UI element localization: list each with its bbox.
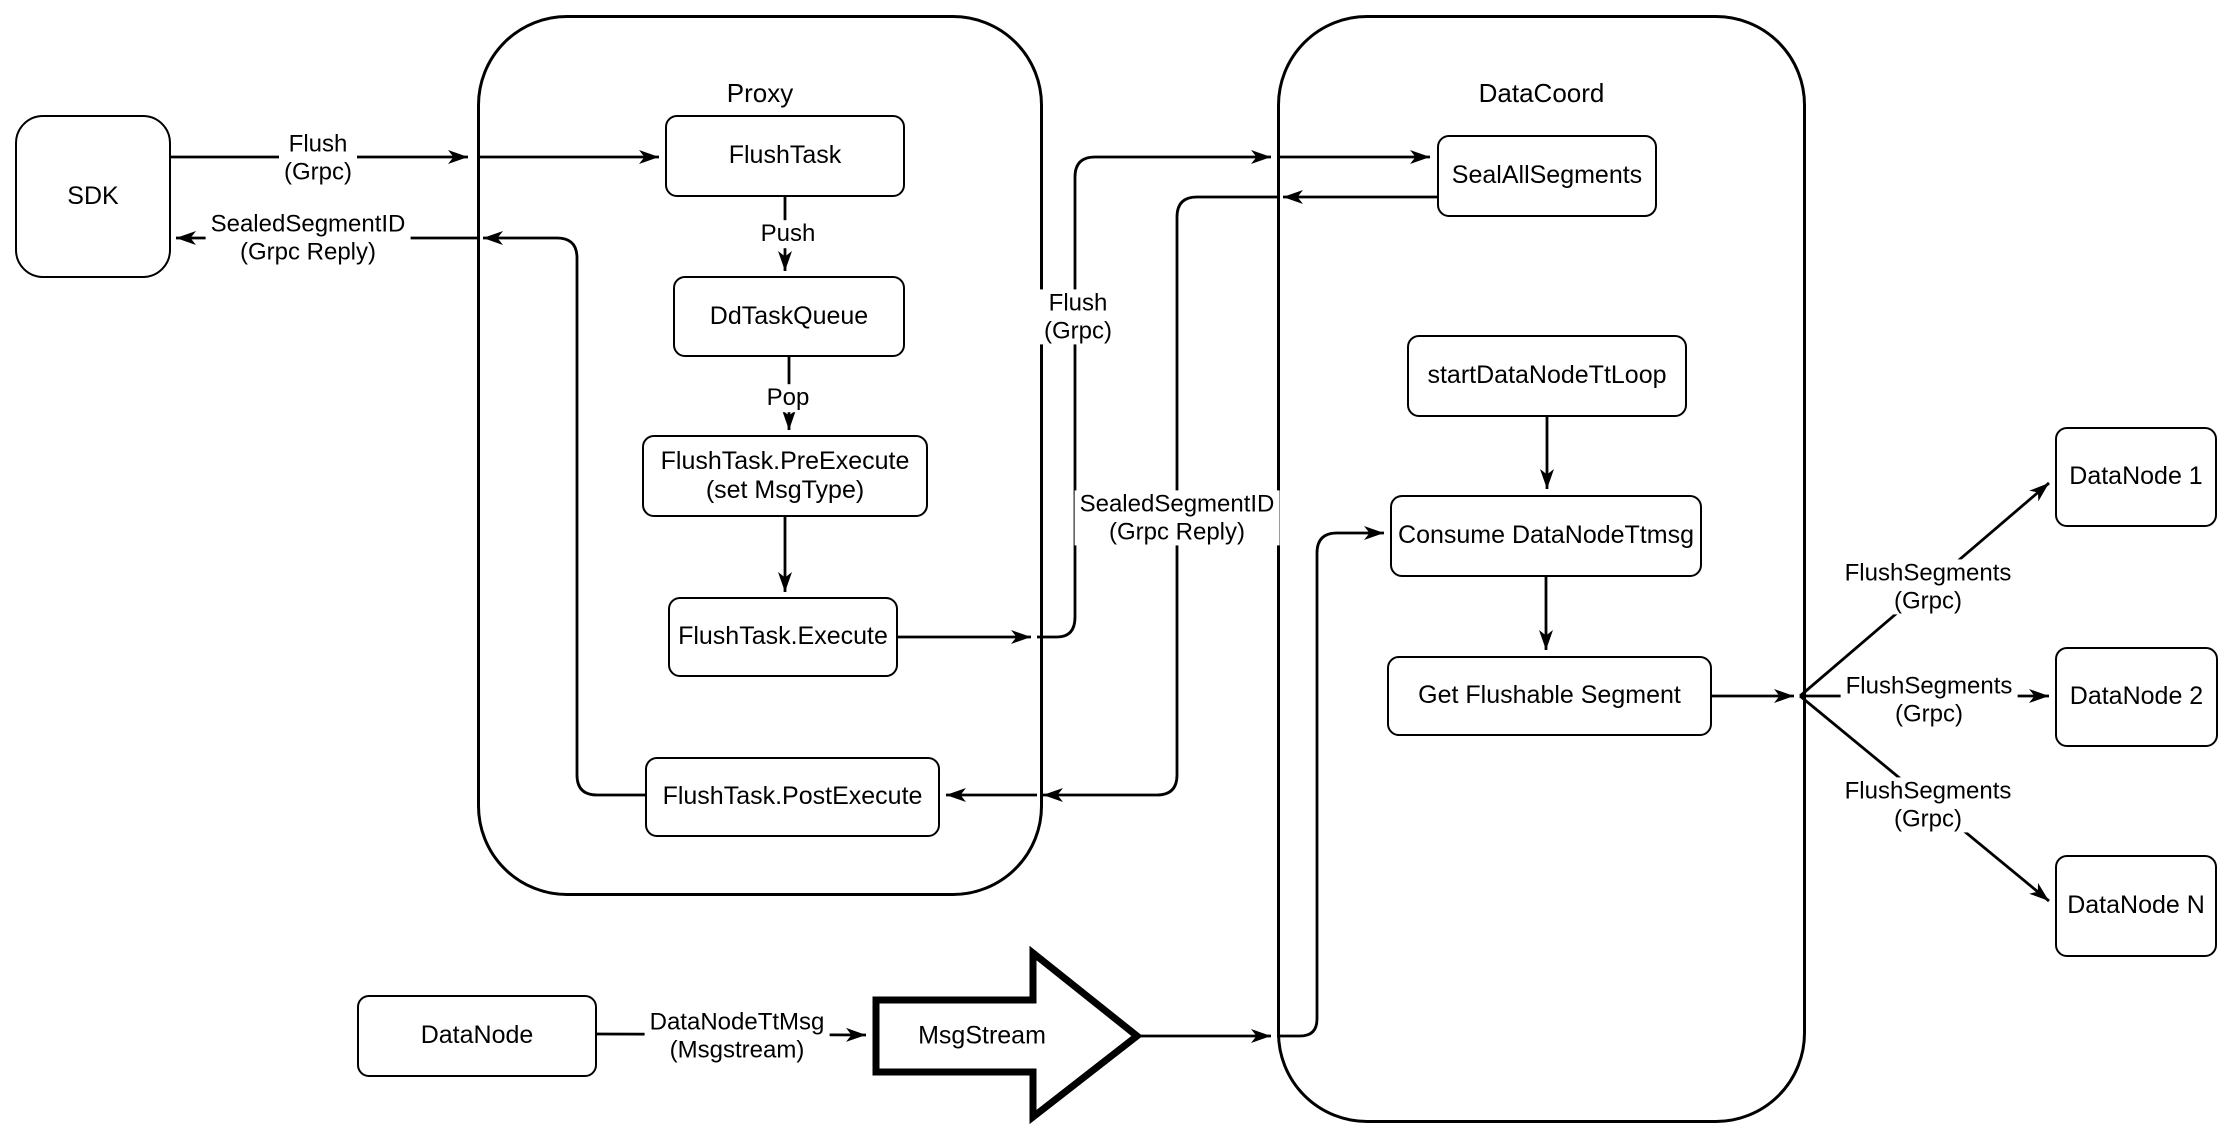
node-preexecute: FlushTask.PreExecute (set MsgType) [642, 435, 928, 517]
msgstream-label: MsgStream [918, 1021, 1046, 1050]
node-consume-datanodettmsg: Consume DataNodeTtmsg [1390, 495, 1702, 577]
node-datanode-label: DataNode [420, 1021, 534, 1050]
node-preexecute-label-line2: (set MsgType) [705, 476, 865, 504]
node-datanode-n-label: DataNode N [2067, 891, 2205, 920]
node-get-flushable-segment: Get Flushable Segment [1387, 656, 1712, 736]
node-datanode-1: DataNode 1 [2055, 427, 2217, 527]
node-datanode-n: DataNode N [2055, 855, 2217, 957]
edge-label-sealedsegmentid-sdk: SealedSegmentID (Grpc Reply) [205, 210, 411, 266]
edge-label-flush-grpc-sdk: Flush (Grpc) [279, 130, 357, 186]
node-flushtask-label: FlushTask [728, 141, 842, 170]
container-datacoord-title: DataCoord [1478, 78, 1605, 108]
node-datanode-2-label: DataNode 2 [2069, 682, 2204, 711]
node-sdk-label: SDK [67, 181, 119, 210]
edge-label-flushsegments-3: FlushSegments (Grpc) [1839, 777, 2017, 833]
node-startdatanodettloop-label: startDataNodeTtLoop [1427, 361, 1667, 390]
edge-label-sealedsegmentid-mid: SealedSegmentID (Grpc Reply) [1074, 490, 1280, 546]
edge-label-flushsegments-2: FlushSegments (Grpc) [1840, 672, 2018, 728]
node-datanode-2: DataNode 2 [2055, 647, 2218, 747]
edge-label-flush-grpc-mid: Flush (Grpc) [1039, 289, 1117, 345]
node-datanode-1-label: DataNode 1 [2069, 462, 2203, 491]
edge-flush-up-to-datacoord [1037, 150, 1271, 639]
edge-label-flushsegments-1: FlushSegments (Grpc) [1839, 559, 2017, 615]
edge-label-pop: Pop [761, 384, 815, 412]
node-ddtaskqueue: DdTaskQueue [673, 276, 905, 357]
node-postexecute-label: FlushTask.PostExecute [662, 782, 923, 811]
node-flushtask: FlushTask [665, 115, 905, 197]
node-sealallsegments-label: SealAllSegments [1451, 161, 1643, 190]
edge-label-push: Push [755, 220, 821, 248]
node-startdatanodettloop: startDataNodeTtLoop [1407, 335, 1687, 417]
node-ddtaskqueue-label: DdTaskQueue [709, 301, 869, 330]
edge-label-datanodettmsg: DataNodeTtMsg (Msgstream) [644, 1008, 830, 1064]
node-get-flushable-segment-label: Get Flushable Segment [1418, 681, 1681, 710]
node-execute-label: FlushTask.Execute [678, 622, 888, 651]
container-proxy-title: Proxy [726, 78, 794, 108]
node-preexecute-label-line1: FlushTask.PreExecute [660, 446, 910, 475]
node-sdk: SDK [15, 115, 171, 278]
node-consume-datanodettmsg-label: Consume DataNodeTtmsg [1398, 521, 1694, 550]
node-postexecute: FlushTask.PostExecute [645, 757, 940, 837]
node-execute: FlushTask.Execute [668, 597, 898, 677]
node-datanode: DataNode [357, 995, 597, 1077]
node-sealallsegments: SealAllSegments [1437, 135, 1657, 217]
